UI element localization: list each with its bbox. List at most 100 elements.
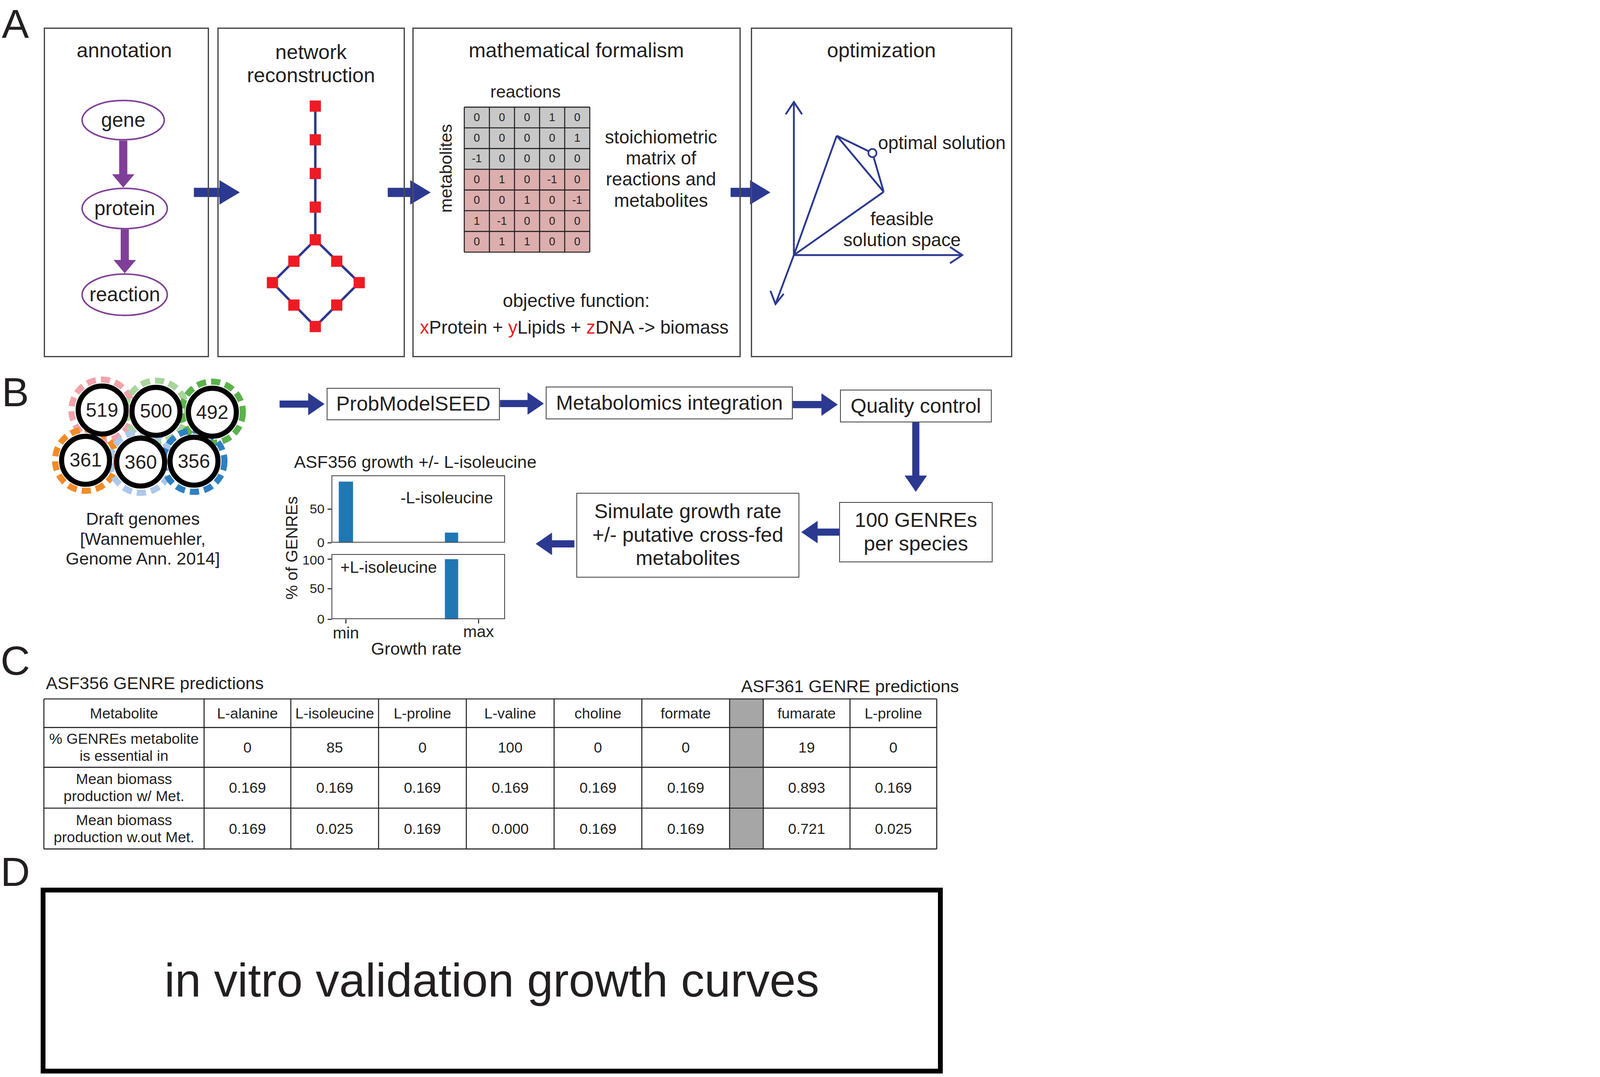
tick-label: max — [463, 622, 495, 642]
process-box: Metabolomics integration — [545, 386, 793, 420]
tick-label: 0 — [317, 535, 325, 551]
node-outline-shape — [82, 274, 168, 316]
table-cell: 0.893 — [787, 779, 826, 797]
chart-title: ASF356 growth +/- L-isoleucine — [294, 452, 537, 473]
node-text: in vitro validation growth curves — [164, 953, 820, 1008]
node-text: xProtein + yLipids + zDNA -> biomass — [419, 316, 729, 338]
matrix-entry: 0 — [498, 131, 506, 145]
axis-label: reactions — [490, 81, 561, 102]
table-cell: 0.169 — [579, 779, 617, 797]
table-cell: L-proline — [864, 704, 923, 722]
node-text: gene — [101, 108, 146, 132]
citation-label: Draft genomes [Wannemuehler, Genome Ann.… — [61, 508, 225, 569]
table-title: ASF356 GENRE predictions — [45, 673, 264, 694]
node-text: reaction — [89, 283, 161, 307]
node-text: 492 — [195, 400, 229, 424]
matrix-entry: 0 — [523, 152, 530, 166]
genome-circle: 361 — [59, 433, 112, 487]
node-text: network reconstruction — [224, 40, 398, 88]
table-cell: 0 — [889, 738, 898, 757]
matrix-entry: 0 — [473, 111, 480, 125]
table-cell: 100 — [498, 738, 523, 757]
matrix-entry: 0 — [473, 235, 480, 249]
table-cell: 0.000 — [491, 819, 529, 837]
node-text: protein — [94, 197, 156, 220]
node-outline-shape — [82, 100, 165, 140]
node-outline-shape — [188, 388, 237, 437]
node-outline-shape — [132, 387, 181, 436]
axis-title: % of GENREs — [282, 496, 302, 600]
table-cell: 0.025 — [316, 819, 354, 837]
panel-letter: B — [1, 369, 29, 417]
matrix-entry: 0 — [498, 193, 506, 207]
flow-arrow — [113, 229, 136, 274]
flow-arrow — [279, 392, 325, 415]
table-cell: 0 — [593, 738, 603, 757]
table-cell: 0 — [418, 738, 427, 757]
table-cell: 0.169 — [316, 779, 354, 797]
node-outline-shape — [78, 386, 127, 435]
process-box: ProbModelSEED — [326, 387, 501, 421]
matrix-entry: -1 — [547, 173, 558, 187]
node-outline-shape — [82, 188, 168, 229]
genome-circle: 356 — [167, 434, 221, 488]
node-text: Simulate growth rate +/- putative cross-… — [581, 499, 794, 571]
process-box: Simulate growth rate +/- putative cross-… — [576, 492, 800, 578]
table-cell: 0 — [243, 738, 252, 757]
process-box: Quality control — [840, 389, 993, 423]
node-text: ProbModelSEED — [336, 392, 491, 416]
matrix-entry: 1 — [498, 173, 506, 187]
table-cell: L-isoleucine — [295, 704, 375, 722]
node-text: optimization — [826, 38, 936, 63]
flow-arrow — [730, 180, 771, 205]
flow-arrow — [387, 180, 431, 205]
genome-circle: 492 — [185, 385, 239, 439]
table-cell: Mean biomass production w.out Met. — [46, 811, 202, 846]
node-text: 360 — [124, 451, 157, 474]
matrix-entry: 0 — [523, 214, 530, 228]
node-text: Quality control — [850, 394, 981, 419]
matrix-entry: 0 — [473, 173, 480, 187]
matrix-entry: 0 — [549, 193, 556, 207]
node-text: annotation — [76, 38, 172, 63]
table-cell: 0 — [681, 738, 691, 757]
table-cell: 0.169 — [667, 819, 705, 837]
panel-box: annotation gene protein reaction — [43, 27, 210, 358]
matrix-entry: -1 — [572, 193, 583, 207]
matrix-entry: 0 — [574, 152, 581, 166]
matrix-entry: 0 — [523, 111, 530, 125]
matrix-entry: 0 — [574, 235, 581, 249]
placeholder-box: in vitro validation growth curves — [40, 887, 943, 1074]
node-text: objective function: — [502, 290, 650, 312]
flow-arrow — [904, 422, 928, 492]
node-text: 361 — [69, 449, 102, 472]
table-cell: L-valine — [484, 704, 537, 722]
node-outline-shape — [116, 438, 165, 487]
table-cell: 0.169 — [491, 779, 529, 797]
step-ellipse: protein — [81, 187, 168, 230]
node-text: 356 — [177, 449, 210, 473]
matrix-entry: 1 — [498, 235, 506, 249]
matrix-entry: 0 — [498, 111, 506, 125]
table-cell: choline — [574, 704, 622, 722]
flow-arrow — [499, 392, 544, 415]
axis-title: Growth rate — [370, 638, 462, 659]
node-outline-shape — [170, 437, 219, 486]
table-cell: 19 — [798, 738, 816, 757]
table-cell: 0.721 — [787, 819, 826, 837]
node-text: 500 — [139, 400, 173, 423]
flow-arrow — [193, 180, 240, 205]
tick-label: 100 — [302, 552, 325, 569]
matrix-entry: -1 — [496, 214, 507, 228]
plot-panel: +L-isoleucine — [331, 554, 506, 620]
tick-label: min — [332, 623, 360, 642]
table-cell: % GENREs metabolite is essential in — [46, 730, 202, 765]
matrix-entry: 1 — [549, 111, 556, 125]
node-text: +L-isoleucine — [340, 557, 437, 577]
matrix-entry: 0 — [523, 173, 530, 187]
table-cell: 0.169 — [229, 819, 267, 837]
matrix-entry: 0 — [549, 235, 556, 249]
flow-arrow — [792, 393, 838, 416]
node-text: 100 GENREs per species — [844, 508, 988, 556]
